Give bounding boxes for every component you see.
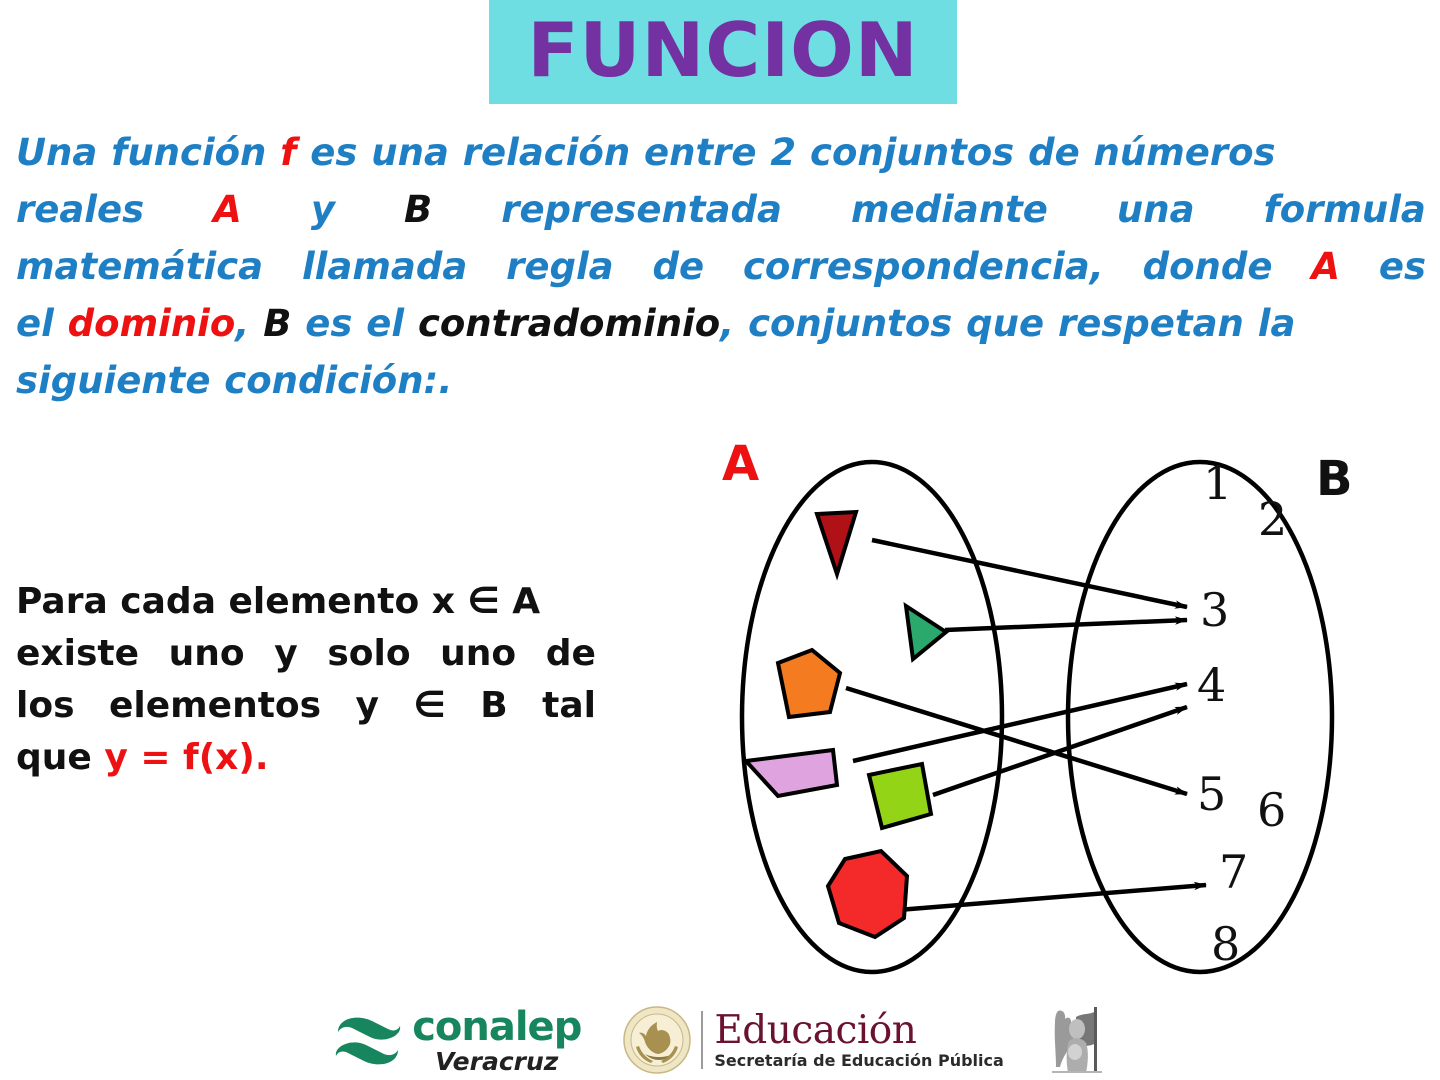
definition-line-5: siguiente condición:. (16, 359, 453, 402)
violet-trapezoid (741, 747, 840, 799)
definition-line-1: Una función f es una relación entre 2 co… (16, 124, 1426, 181)
condition-text: de (545, 633, 596, 674)
conalep-wordmark: conalep Veracruz (412, 1003, 582, 1076)
condition-formula: y = f(x). (104, 737, 269, 778)
definition-line-2: reales A y B representada mediante una f… (16, 181, 1426, 238)
condition-text: uno (168, 633, 245, 674)
definition-text: es el (291, 302, 418, 345)
arrow-dark-red-triangle-to-3 (871, 537, 1188, 610)
arrow-orange-pentagon-to-5 (845, 685, 1188, 797)
conalep-mark-icon (336, 1017, 401, 1065)
condition-text: uno (440, 633, 517, 674)
condition-text: y (274, 633, 298, 674)
condition-text: que (16, 737, 105, 778)
definition-text: representada (501, 188, 782, 231)
function-mapping-diagram: A B 1 2 3 4 5 6 7 8 (700, 430, 1440, 1000)
definition-set-b-symbol: B (263, 302, 292, 345)
definition-text: llamada (301, 245, 468, 288)
educacion-logo: Educación Secretaría de Educación Públic… (623, 1006, 1004, 1074)
definition-text: es una relación entre 2 conjuntos de núm… (296, 131, 1276, 174)
condition-text: tal (542, 685, 596, 726)
condition-text: existe (16, 633, 140, 674)
mexican-seal-icon (623, 1006, 692, 1074)
lime-square (866, 761, 934, 831)
definition-text: , (235, 302, 264, 345)
definition-text: el (16, 302, 68, 345)
set-b-number-2: 2 (1258, 492, 1287, 546)
condition-line-1: Para cada elemento x ∈ A (16, 581, 541, 622)
definition-line-4: el dominio, B es el contradominio, conju… (16, 295, 1426, 352)
definition-paragraph: Una función f es una relación entre 2 co… (16, 124, 1426, 409)
definition-text: reales (16, 188, 145, 231)
definition-contradominio-term: contradominio (417, 302, 721, 345)
definition-text: mediante (850, 188, 1048, 231)
definition-text: Una función (16, 131, 281, 174)
definition-text: , conjuntos que respetan la (720, 302, 1296, 345)
title-banner: FUNCION (489, 0, 957, 104)
condition-member-symbol: ∈ (413, 685, 446, 726)
set-b-number-4: 4 (1197, 658, 1226, 712)
definition-set-b-symbol: B (403, 188, 433, 231)
set-b-label: B (1316, 451, 1353, 507)
set-b-number-3: 3 (1200, 583, 1229, 637)
educacion-name: Educación (714, 1008, 917, 1053)
set-b-number-5: 5 (1197, 767, 1226, 821)
page-title: FUNCION (527, 5, 919, 94)
arrow-red-heptagon-to-7 (897, 881, 1207, 913)
set-b-number-8: 8 (1211, 917, 1240, 971)
flag-bearer-emblem (1045, 1003, 1108, 1077)
set-a-label: A (722, 436, 759, 492)
definition-set-a-symbol: A (213, 188, 242, 231)
definition-text: donde (1142, 245, 1273, 288)
condition-set-b-symbol: B (480, 685, 508, 726)
condition-text: solo (327, 633, 411, 674)
definition-line-3: matemática llamada regla de corresponden… (16, 238, 1426, 295)
definition-text: y (310, 188, 335, 231)
footer-logos: conalep Veracruz Educación Secretaría de… (0, 1000, 1440, 1080)
definition-text: regla (506, 245, 614, 288)
definition-text: correspondencia, (743, 245, 1104, 288)
condition-line-2: existe uno y solo uno de (16, 628, 596, 680)
educacion-wordmark: Educación Secretaría de Educación Públic… (701, 1008, 1004, 1070)
arrow-lime-square-to-4 (932, 704, 1188, 798)
red-heptagon (825, 848, 910, 940)
definition-text: una (1116, 188, 1195, 231)
set-a-ellipse (739, 459, 1005, 975)
orange-pentagon (775, 647, 843, 720)
condition-line-4: que y = f(x). (16, 732, 596, 784)
condition-text: y (355, 685, 380, 726)
condition-block: Para cada elemento x ∈ A existe uno y so… (16, 576, 596, 784)
definition-f-symbol: f (280, 131, 297, 174)
set-b-number-6: 6 (1257, 783, 1286, 837)
condition-line-3: los elementos y ∈ B tal (16, 680, 596, 732)
definition-text: de (652, 245, 705, 288)
definition-text: es (1378, 245, 1426, 288)
set-b-ellipse (1065, 459, 1335, 975)
conalep-name: conalep (412, 1003, 582, 1050)
arrow-green-triangle-to-3 (944, 616, 1188, 633)
dark-red-triangle (814, 509, 859, 581)
set-b-number-7: 7 (1219, 845, 1248, 899)
condition-text: elementos (108, 685, 322, 726)
definition-text: formula (1263, 188, 1426, 231)
flag-bearer-icon (1045, 1003, 1108, 1077)
set-b-number-1: 1 (1203, 456, 1232, 510)
conalep-subtitle: Veracruz (435, 1046, 559, 1076)
conalep-logo: conalep Veracruz (332, 1003, 582, 1076)
condition-text: los (16, 685, 75, 726)
green-triangle (903, 601, 950, 663)
definition-text: matemática (16, 245, 264, 288)
definition-dominio-term: dominio (67, 302, 236, 345)
educacion-subtitle: Secretaría de Educación Pública (714, 1051, 1004, 1070)
arrow-violet-trapezoid-to-4 (852, 681, 1188, 764)
definition-set-a-symbol: A (1311, 245, 1340, 288)
